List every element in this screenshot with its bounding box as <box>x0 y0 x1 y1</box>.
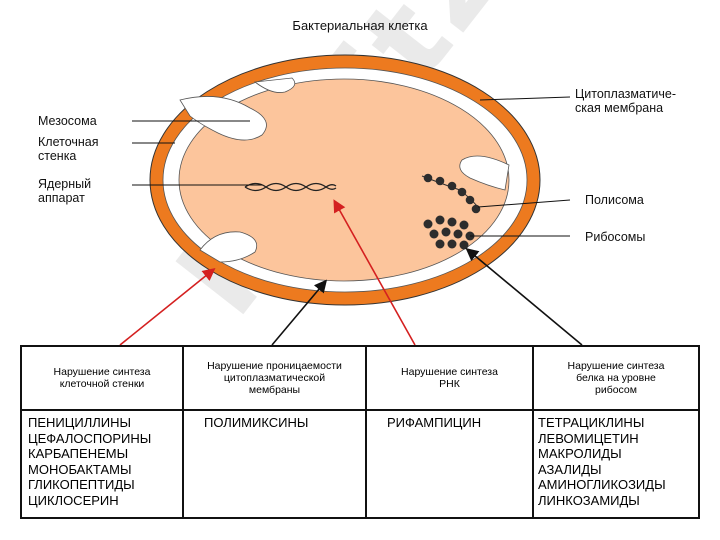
header-cell: Нарушение синтеза клеточной стенки <box>20 345 184 411</box>
header-cell: Нарушение проницаемости цитоплазматическ… <box>182 345 367 411</box>
antibiotic-table: Нарушение синтеза клеточной стенки Наруш… <box>20 345 700 519</box>
diagram-title: Бактериальная клетка <box>292 18 428 33</box>
arrow-cell-wall <box>119 267 216 346</box>
label-cytoplasmic-membrane: Цитоплазматиче- ская мембрана <box>575 87 676 115</box>
mesosome <box>179 96 267 141</box>
nuclear-apparatus <box>244 182 337 192</box>
header-membrane: Нарушение проницаемости цитоплазматическ… <box>207 360 342 396</box>
header-rna: Нарушение синтеза РНК <box>401 366 498 390</box>
header-cell-wall: Нарушение синтеза клеточной стенки <box>53 366 151 390</box>
drugs-rna: РИФАМПИЦИН <box>365 409 534 519</box>
label-nuclear-apparatus: Ядерный аппарат <box>38 177 92 205</box>
label-mesosome: Мезосома <box>38 114 97 128</box>
label-polysome: Полисома <box>585 193 644 207</box>
drugs-membrane: ПОЛИМИКСИНЫ <box>182 409 367 519</box>
membrane-fold-bottom <box>199 231 258 263</box>
arrow-ribosome <box>465 247 583 346</box>
drugs-protein: ТЕТРАЦИКЛИНЫ ЛЕВОМИЦЕТИН МАКРОЛИДЫ АЗАЛИ… <box>532 409 700 519</box>
table-header-row: Нарушение синтеза клеточной стенки Наруш… <box>20 345 700 411</box>
drugs-cell-wall: ПЕНИЦИЛЛИНЫ ЦЕФАЛОСПОРИНЫ КАРБАПЕНЕМЫ МО… <box>20 409 184 519</box>
arrow-membrane <box>271 279 328 346</box>
ribosomes <box>423 215 475 250</box>
header-protein: Нарушение синтеза белка на уровне рибосо… <box>567 360 665 396</box>
arrow-rna <box>333 199 416 346</box>
header-cell: Нарушение синтеза белка на уровне рибосо… <box>532 345 700 411</box>
header-cell: Нарушение синтеза РНК <box>365 345 534 411</box>
membrane-fold-right <box>459 155 510 191</box>
label-leaders <box>132 96 571 237</box>
label-cell-wall: Клеточная стенка <box>38 135 99 163</box>
membrane-fold-top <box>253 77 296 93</box>
label-ribosomes: Рибосомы <box>585 230 646 244</box>
table-row: ПЕНИЦИЛЛИНЫ ЦЕФАЛОСПОРИНЫ КАРБАПЕНЕМЫ МО… <box>20 409 700 519</box>
